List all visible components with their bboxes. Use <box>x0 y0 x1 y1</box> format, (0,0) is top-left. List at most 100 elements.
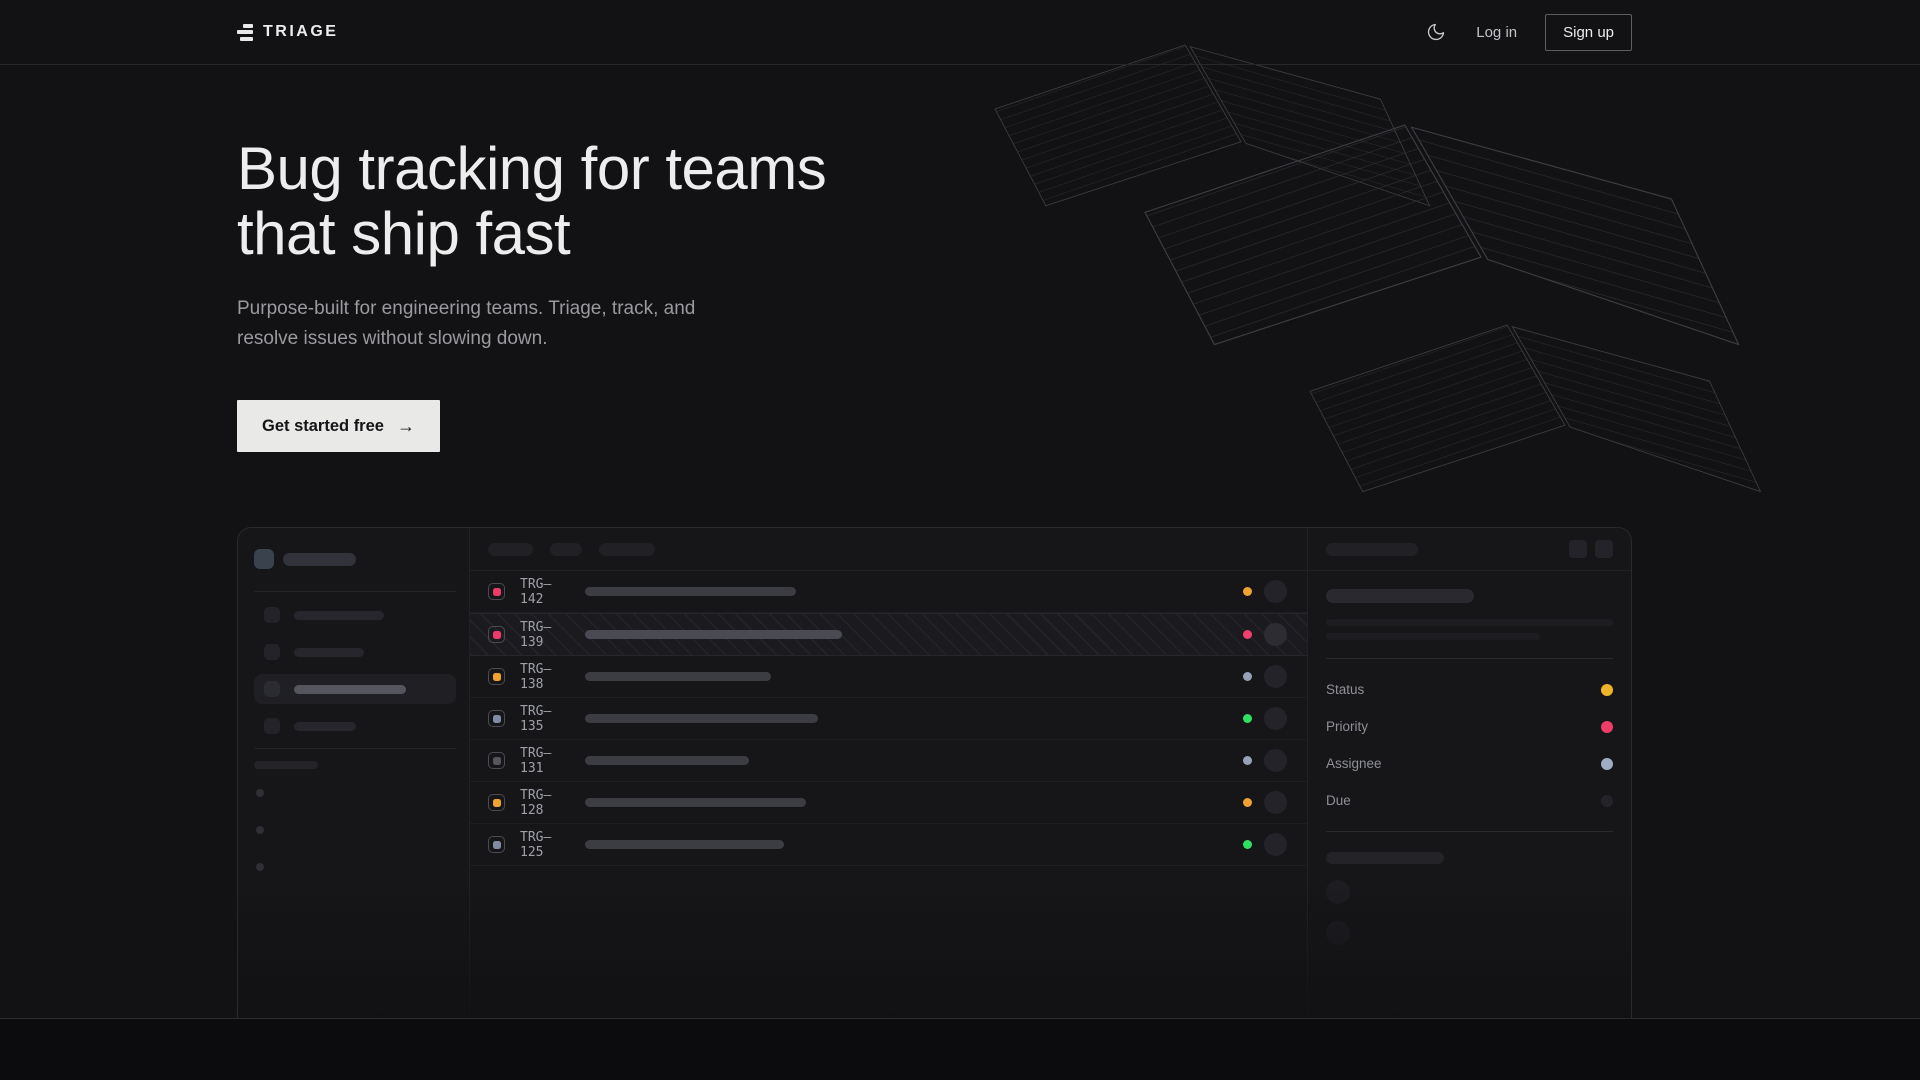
detail-field-value-dot <box>1601 758 1613 770</box>
issue-assignee-avatar <box>1264 580 1287 603</box>
detail-field-label: Priority <box>1326 719 1368 734</box>
activity-avatar-placeholder <box>1326 880 1350 904</box>
issue-title-skeleton <box>585 714 818 723</box>
detail-title-skeleton <box>1326 589 1474 603</box>
issue-id: TRG–128 <box>520 788 570 818</box>
issue-title-skeleton <box>585 840 784 849</box>
workspace-icon <box>254 549 274 569</box>
issue-assignee-avatar <box>1264 623 1287 646</box>
panel-action-icon <box>1595 540 1613 558</box>
get-started-label: Get started free <box>262 417 384 436</box>
detail-field-label: Due <box>1326 793 1351 808</box>
skeleton-pill <box>488 543 533 556</box>
skeleton-line <box>1326 619 1613 626</box>
skeleton-bar <box>283 553 356 566</box>
detail-field-row: Assignee <box>1326 745 1613 782</box>
brand-name: TRIAGE <box>263 23 338 41</box>
issue-rows: TRG–142 TRG–139 <box>470 571 1307 866</box>
issue-assignee-avatar <box>1264 791 1287 814</box>
hero-subtitle: Purpose-built for engineering teams. Tri… <box>237 294 707 354</box>
issue-status-dot <box>1243 630 1252 639</box>
skeleton-line <box>1326 633 1540 640</box>
issue-assignee-avatar <box>1264 749 1287 772</box>
preview-sidebar-dots <box>254 789 456 871</box>
issue-row: TRG–142 <box>470 571 1307 613</box>
issue-type-icon <box>488 794 505 811</box>
skeleton-pill <box>1326 543 1418 556</box>
sidebar-dot <box>256 863 264 871</box>
preview-sidebar <box>238 528 470 1018</box>
preview-sidebar-item <box>254 711 456 741</box>
skeleton-label <box>254 761 318 769</box>
issue-status-dot <box>1243 672 1252 681</box>
preview-sidebar-item <box>254 600 456 630</box>
divider <box>1326 831 1613 832</box>
issue-type-icon <box>488 710 505 727</box>
wireframe-decoration <box>950 35 1820 505</box>
sidebar-item-icon <box>264 607 280 623</box>
issue-title-skeleton <box>585 587 796 596</box>
issue-type-icon <box>488 583 505 600</box>
hero-title: Bug tracking for teamsthat ship fast <box>237 136 997 266</box>
arrow-right-icon: → <box>397 416 415 437</box>
skeleton-bar <box>294 611 384 620</box>
issue-id: TRG–125 <box>520 830 570 860</box>
preview-sidebar-item <box>254 674 456 704</box>
get-started-button[interactable]: Get started free → <box>237 400 440 452</box>
detail-field-label: Status <box>1326 682 1364 697</box>
sidebar-item-icon <box>264 644 280 660</box>
brand: TRIAGE <box>237 23 338 41</box>
preview-sidebar-logo <box>254 549 456 569</box>
detail-field-value-dot <box>1601 684 1613 696</box>
issue-id: TRG–135 <box>520 704 570 734</box>
issue-id: TRG–142 <box>520 577 570 607</box>
issue-status-dot <box>1243 587 1252 596</box>
issue-row: TRG–138 <box>470 656 1307 698</box>
theme-toggle-button[interactable] <box>1426 21 1448 43</box>
sidebar-dot <box>256 826 264 834</box>
panel-action-icon <box>1569 540 1587 558</box>
preview-sidebar-nav <box>254 600 456 741</box>
issue-title-skeleton <box>585 756 749 765</box>
issue-row: TRG–125 <box>470 824 1307 866</box>
skeleton-bar <box>294 648 364 657</box>
preview-sidebar-item <box>254 637 456 667</box>
sidebar-dot <box>256 789 264 797</box>
preview-issue-list: TRG–142 TRG–139 <box>470 528 1307 1018</box>
issue-row: TRG–131 <box>470 740 1307 782</box>
detail-fields: Status Priority Assignee <box>1326 659 1613 819</box>
detail-panel-header <box>1308 528 1631 571</box>
issue-status-dot <box>1243 756 1252 765</box>
top-nav: TRIAGE Log in Sign up <box>0 0 1920 65</box>
issue-row: TRG–128 <box>470 782 1307 824</box>
divider <box>254 591 456 592</box>
detail-field-row: Priority <box>1326 708 1613 745</box>
issue-status-dot <box>1243 714 1252 723</box>
activity-avatar-placeholder <box>1326 921 1350 945</box>
triage-logo-icon <box>237 24 253 41</box>
issue-title-skeleton <box>585 798 806 807</box>
detail-field-row: Status <box>1326 671 1613 708</box>
issue-type-icon <box>488 668 505 685</box>
issue-title-skeleton <box>585 672 771 681</box>
skeleton-bar <box>294 685 406 694</box>
skeleton-pill <box>599 543 655 556</box>
issue-id: TRG–139 <box>520 620 570 650</box>
issue-assignee-avatar <box>1264 665 1287 688</box>
detail-field-row: Due <box>1326 782 1613 819</box>
issue-list-header <box>470 528 1307 571</box>
detail-field-value-dot <box>1601 721 1613 733</box>
signup-button[interactable]: Sign up <box>1545 14 1632 51</box>
app-preview-window: TRG–142 TRG–139 <box>237 527 1632 1018</box>
detail-field-value-dot <box>1601 795 1613 807</box>
preview-detail-panel: Status Priority Assignee <box>1307 528 1631 1018</box>
issue-id: TRG–138 <box>520 662 570 692</box>
hero-section: Bug tracking for teamsthat ship fast Pur… <box>237 64 997 452</box>
issue-status-dot <box>1243 798 1252 807</box>
issue-status-dot <box>1243 840 1252 849</box>
login-link[interactable]: Log in <box>1476 24 1517 41</box>
divider <box>254 748 456 749</box>
issue-assignee-avatar <box>1264 707 1287 730</box>
issue-id: TRG–131 <box>520 746 570 776</box>
